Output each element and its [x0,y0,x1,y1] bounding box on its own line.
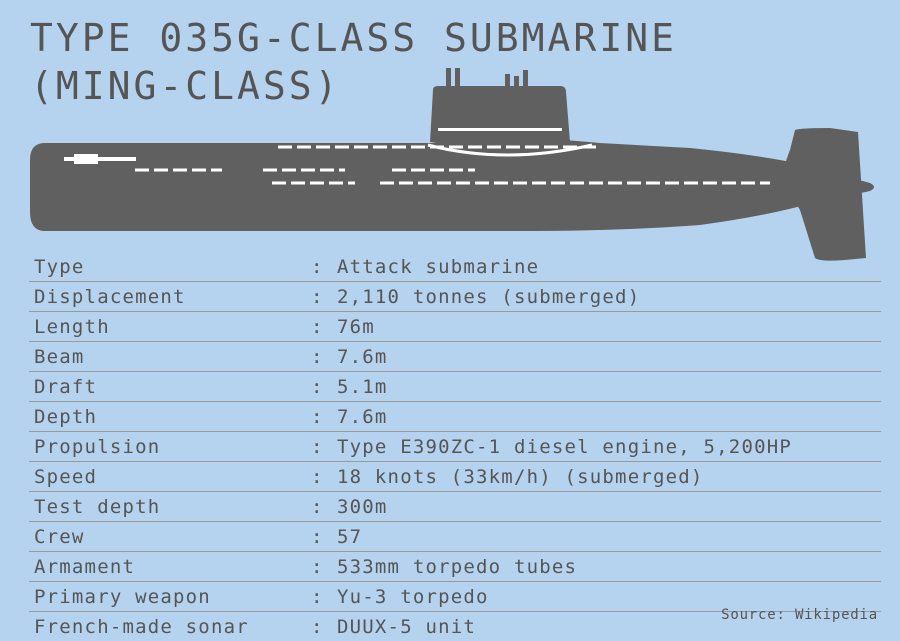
antenna-mast [523,70,528,90]
page-title: TYPE 035G-CLASS SUBMARINE (MING-CLASS) [30,14,677,110]
spec-label: Type [34,255,85,278]
spec-label: Draft [34,375,98,398]
spec-separator: : [311,555,324,578]
antenna-mast [514,76,519,90]
spec-row-type: Type : Attack submarine [29,252,881,282]
spec-row-sonar: French-made sonar : DUUX-5 unit [29,612,881,641]
hull-marking [64,157,136,161]
title-line-1: TYPE 035G-CLASS SUBMARINE [30,16,677,60]
spec-value: 5.1m [337,375,388,398]
spec-value: 57 [337,525,363,548]
spec-value: 7.6m [337,345,388,368]
sail [430,86,570,142]
spec-separator: : [311,495,324,518]
spec-separator: : [311,405,324,428]
spec-label: Beam [34,345,85,368]
spec-value: DUUX-5 unit [337,615,477,638]
spec-separator: : [311,285,324,308]
spec-row-armament: Armament : 533mm torpedo tubes [29,552,881,582]
spec-label: Length [34,315,110,338]
periscope-mast [455,68,460,90]
spec-row-draft: Draft : 5.1m [29,372,881,402]
spec-label: Propulsion [34,435,161,458]
spec-label: Displacement [34,285,186,308]
spec-label: Test depth [34,495,161,518]
spec-value: 7.6m [337,405,388,428]
spec-row-displacement: Displacement : 2,110 tonnes (submerged) [29,282,881,312]
spec-row-test-depth: Test depth : 300m [29,492,881,522]
spec-label: Crew [34,525,85,548]
spec-value: 76m [337,315,375,338]
spec-row-depth: Depth : 7.6m [29,402,881,432]
spec-separator: : [311,435,324,458]
spec-row-length: Length : 76m [29,312,881,342]
spec-row-crew: Crew : 57 [29,522,881,552]
antenna-mast [505,74,510,90]
spec-separator: : [311,255,324,278]
specifications-table: Type : Attack submarine Displacement : 2… [29,252,881,641]
spec-row-beam: Beam : 7.6m [29,342,881,372]
spec-label: French-made sonar [34,615,249,638]
periscope-mast [446,68,451,90]
spec-value: 533mm torpedo tubes [337,555,578,578]
spec-separator: : [311,345,324,368]
spec-separator: : [311,375,324,398]
hull-marking [438,128,562,131]
submarine-illustration [30,68,874,261]
hull-marking [427,143,593,157]
spec-row-primary-weapon: Primary weapon : Yu-3 torpedo [29,582,881,612]
spec-value: Type E390ZC-1 diesel engine, 5,200HP [337,435,793,458]
spec-label: Primary weapon [34,585,211,608]
spec-value: 300m [337,495,388,518]
spec-row-speed: Speed : 18 knots (33km/h) (submerged) [29,462,881,492]
spec-label: Speed [34,465,98,488]
spec-value: 2,110 tonnes (submerged) [337,285,641,308]
tail-fin [783,128,866,261]
hull-marking [74,154,98,164]
spec-separator: : [311,585,324,608]
spec-separator: : [311,465,324,488]
spec-value: Attack submarine [337,255,540,278]
spec-separator: : [311,615,324,638]
spec-separator: : [311,525,324,548]
spec-label: Armament [34,555,136,578]
hull [30,138,874,231]
source-credit: Source: Wikipedia [721,607,878,623]
spec-label: Depth [34,405,98,428]
spec-row-propulsion: Propulsion : Type E390ZC-1 diesel engine… [29,432,881,462]
spec-separator: : [311,315,324,338]
title-line-2: (MING-CLASS) [30,64,341,108]
spec-value: 18 knots (33km/h) (submerged) [337,465,704,488]
spec-value: Yu-3 torpedo [337,585,489,608]
